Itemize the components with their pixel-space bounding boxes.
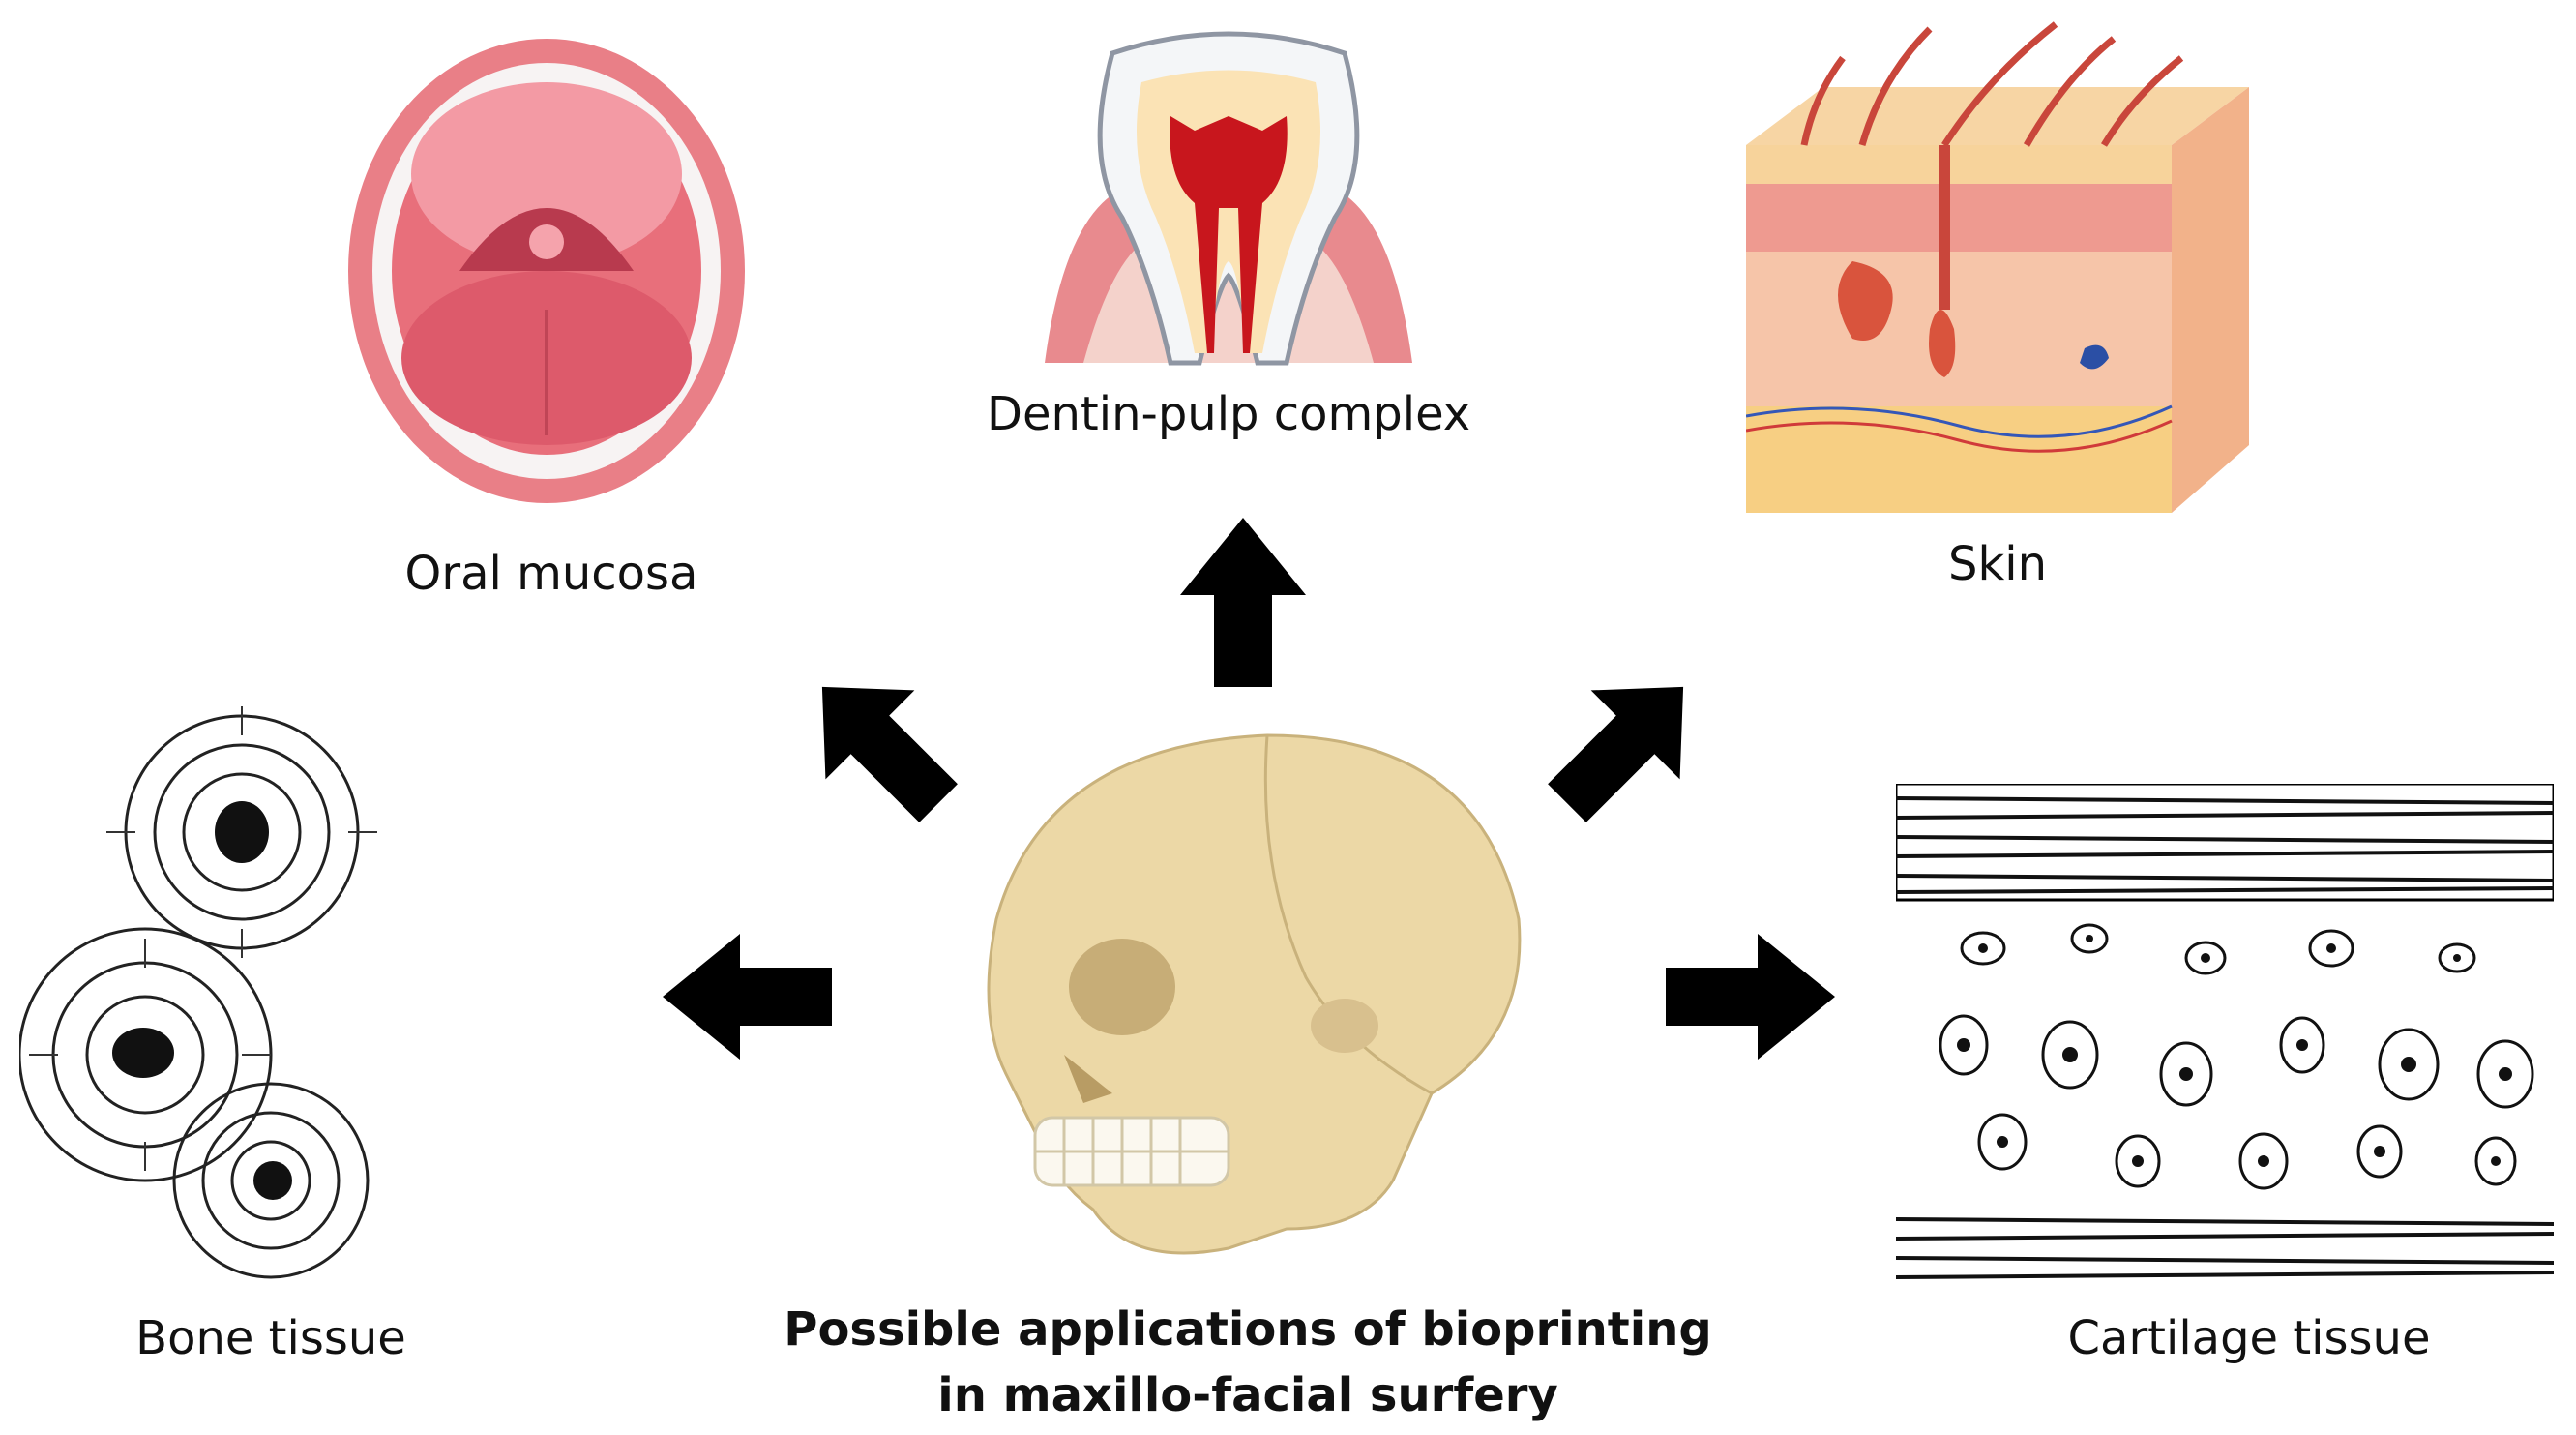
skin-illustration (1746, 19, 2259, 513)
skull-illustration (977, 726, 1528, 1268)
bone-tissue-illustration (19, 677, 474, 1297)
tooth-illustration (1045, 24, 1412, 368)
oral-mucosa-illustration (343, 29, 750, 513)
diagram-caption: Possible applications of bioprinting in … (755, 1297, 1741, 1428)
cartilage-tissue-illustration (1896, 784, 2554, 1297)
caption-line-2: in maxillo-facial surfery (937, 1368, 1558, 1422)
cartilage-tissue-label: Cartilage tissue (2067, 1311, 2431, 1365)
skin-label: Skin (1947, 537, 2048, 591)
caption-line-1: Possible applications of bioprinting (784, 1302, 1712, 1357)
arrow-left (663, 934, 832, 1060)
arrow-up-right (1538, 663, 1712, 827)
arrow-right (1666, 934, 1835, 1060)
arrow-up-left (793, 663, 967, 827)
dentin-pulp-label: Dentin-pulp complex (987, 387, 1471, 441)
oral-mucosa-label: Oral mucosa (404, 547, 698, 601)
arrow-up (1180, 518, 1306, 687)
bone-tissue-label: Bone tissue (135, 1311, 406, 1365)
